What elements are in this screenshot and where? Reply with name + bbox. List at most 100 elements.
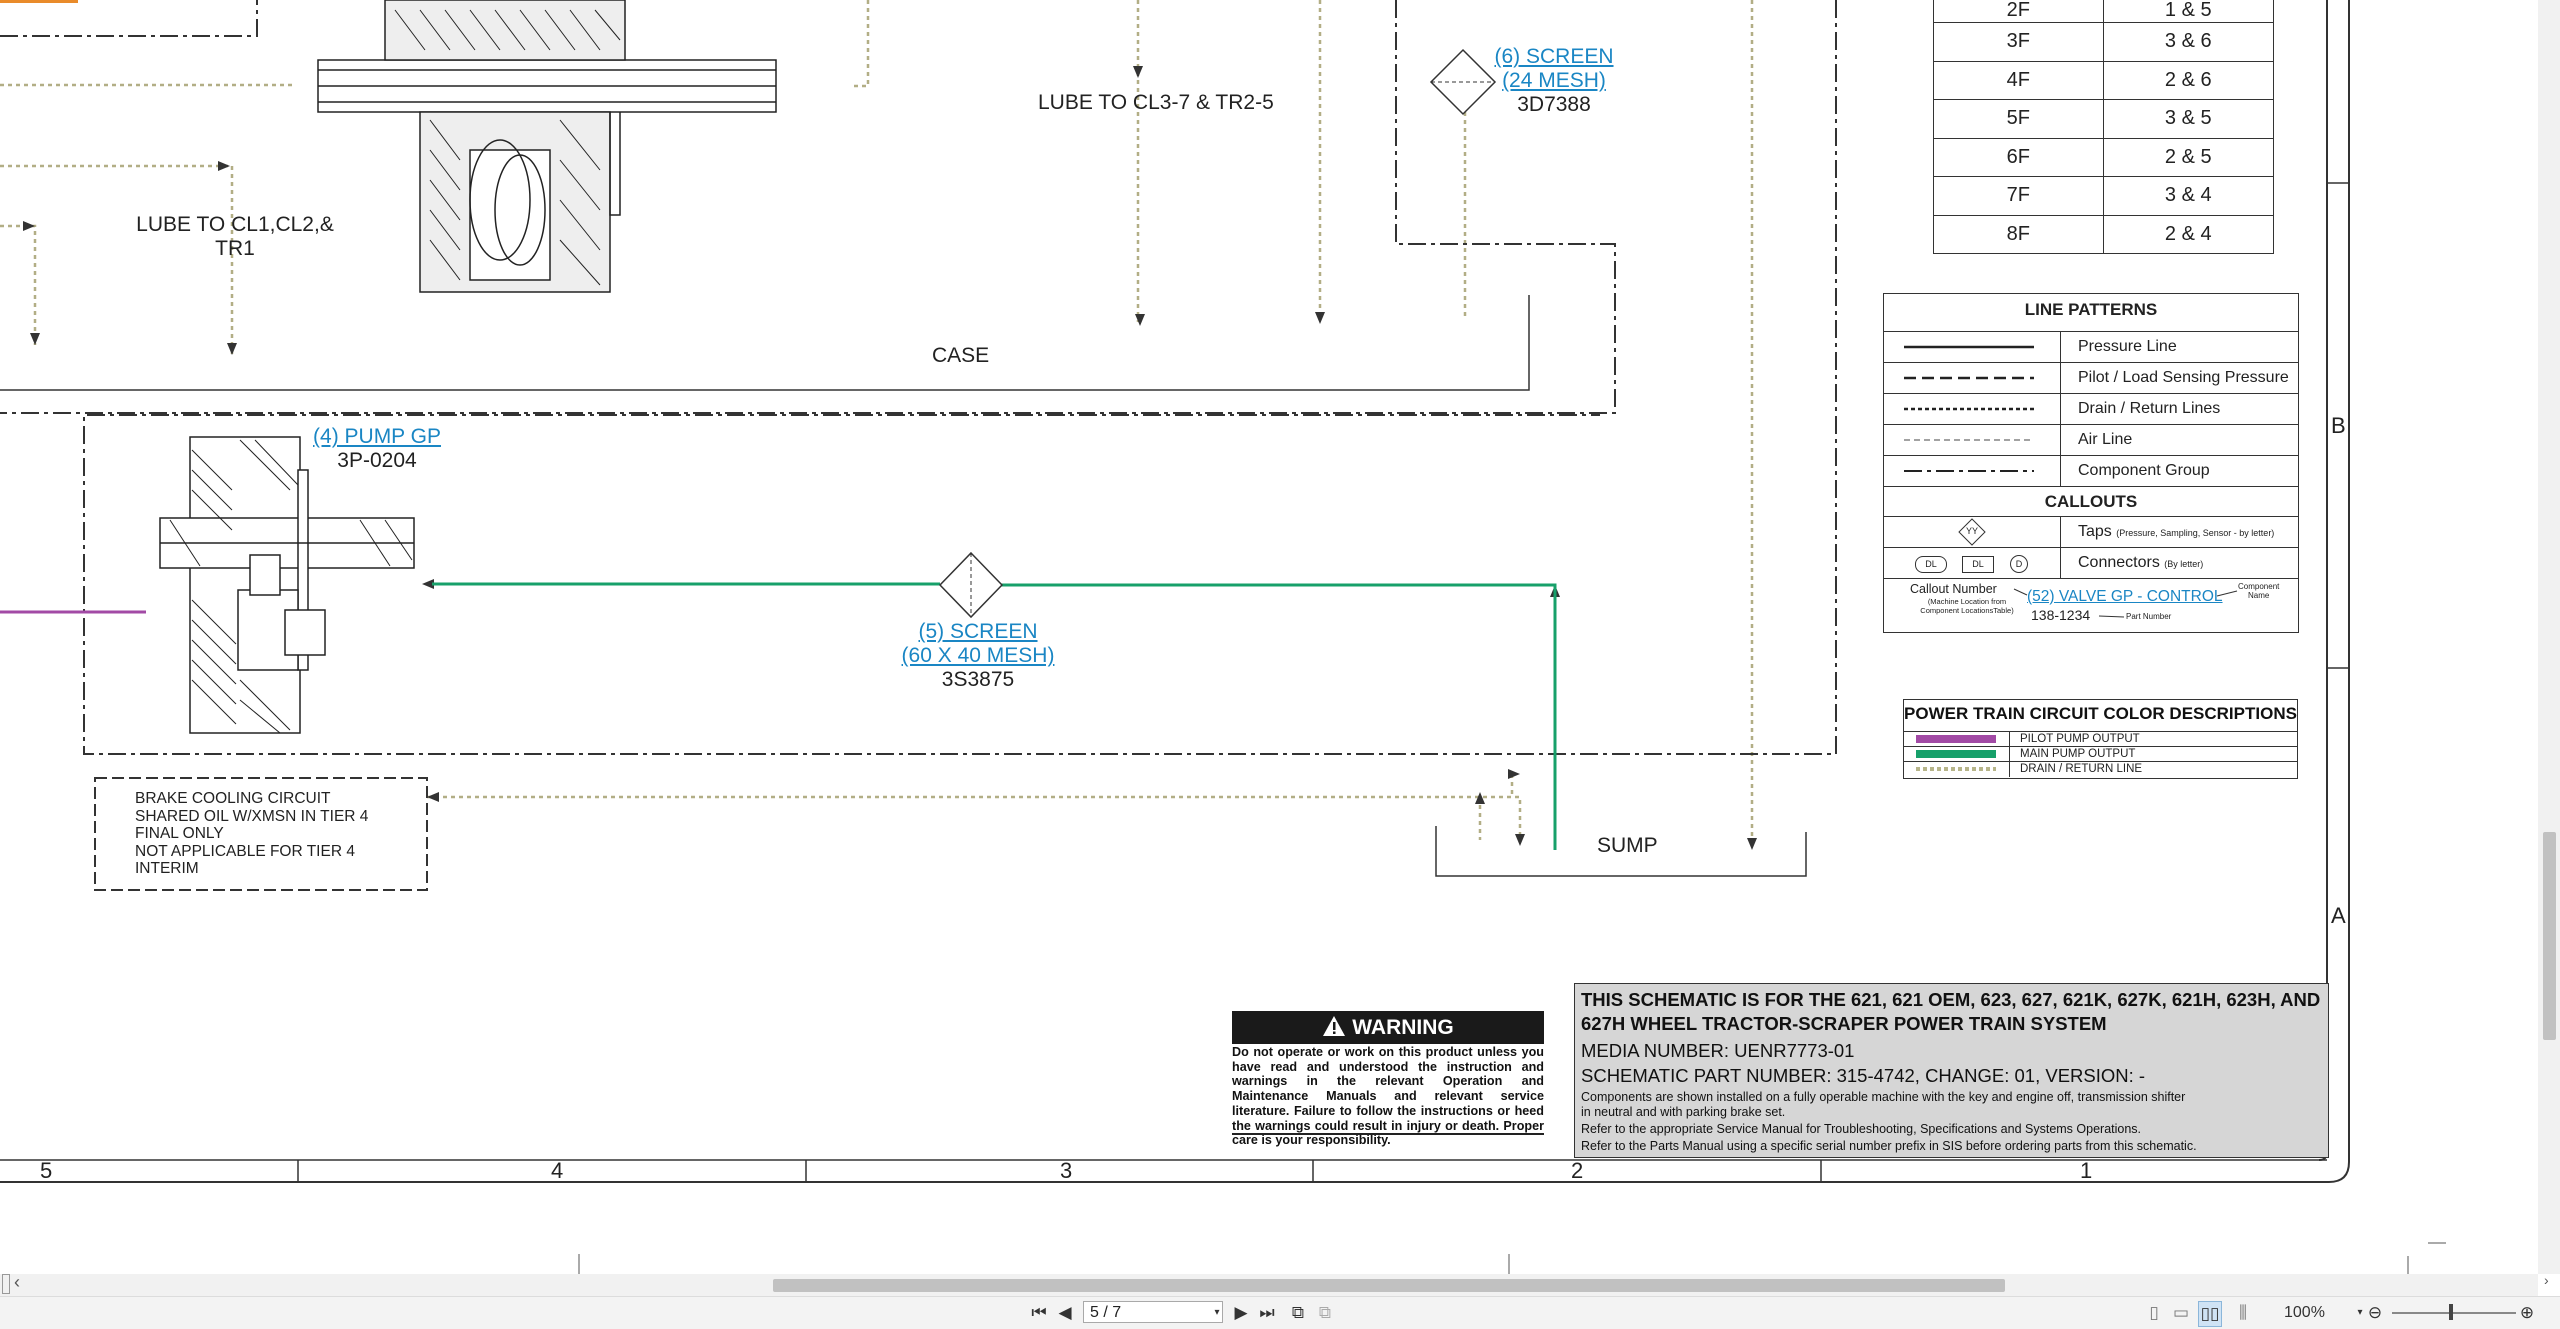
zone-number-3: 3 [1060, 1158, 1073, 1183]
screen6-link[interactable]: (6) SCREEN [1494, 45, 1614, 68]
connectors-note: (By letter) [2164, 559, 2204, 569]
taps-label: Taps [2078, 523, 2112, 540]
color-row: PILOT PUMP OUTPUT [1904, 731, 2297, 747]
clutch-cell: 1 & 5 [2102, 0, 2275, 23]
zoom-out-icon[interactable]: ⊖ [2367, 1303, 2383, 1322]
callout-sub-line: (Machine Location from [1927, 597, 2007, 606]
next-page-icon[interactable]: ▶ [1234, 1303, 1248, 1322]
legend-row-pilot: Pilot / Load Sensing Pressure [1884, 362, 2298, 394]
page-layout-icon[interactable]: ⫼ [2239, 1303, 2247, 1322]
screen5-part-number: 3S3875 [941, 668, 1015, 691]
schematic-lines [0, 0, 2446, 1274]
clutch-cell: 3 & 4 [2102, 176, 2275, 216]
prev-page-icon[interactable]: ◀ [1058, 1303, 1072, 1322]
page-number-input[interactable]: 5 / 7 [1083, 1301, 1223, 1323]
page-dropdown-icon[interactable]: ▾ [1214, 1307, 1220, 1318]
scroll-left-arrow-icon[interactable]: ‹ [14, 1272, 20, 1292]
color-descriptions-title: POWER TRAIN CIRCUIT COLOR DESCRIPTIONS [1904, 704, 2297, 723]
pump-drawing [159, 436, 415, 734]
horizontal-scroll-thumb[interactable] [773, 1279, 2005, 1292]
callout-number-sub: (Machine Location from Component Locatio… [1892, 597, 2042, 615]
title-note: in neutral and with parking brake set. [1581, 1105, 1786, 1119]
legend-row-component-group: Component Group [1884, 455, 2298, 487]
component-name-line: Component [2238, 582, 2280, 591]
screen6-part-number: 3D7388 [1517, 93, 1591, 116]
brake-cooling-note: BRAKE COOLING CIRCUIT SHARED OIL W/XMSN … [135, 790, 368, 878]
connectors-label: Connectors [2078, 554, 2160, 571]
color-row-divider [2009, 732, 2010, 747]
vertical-scroll-thumb[interactable] [2543, 832, 2556, 1040]
tab-marker [0, 0, 78, 3]
zone-number-5: 5 [40, 1158, 53, 1183]
legend-drain-label: Drain / Return Lines [2078, 400, 2221, 417]
legend-row-air: Air Line [1884, 424, 2298, 456]
legend-row-connectors: DL DL D Connectors (By letter) [1884, 547, 2298, 579]
brake-note-line: INTERIM [135, 860, 199, 877]
legend-pressure-label: Pressure Line [2078, 338, 2177, 355]
title-block: THIS SCHEMATIC IS FOR THE 621, 621 OEM, … [1574, 983, 2329, 1158]
paste-page-icon[interactable]: ⧉ [1318, 1303, 1332, 1322]
title-note: Components are shown installed on a full… [1581, 1090, 2186, 1104]
title-line-2: 627H WHEEL TRACTOR-SCRAPER POWER TRAIN S… [1581, 1013, 2107, 1034]
two-page-icon[interactable]: ▯▯ [2198, 1301, 2222, 1327]
pump-callout: (4) PUMP GP 3P-0204 [310, 425, 444, 473]
scroll-right-arrow-icon[interactable]: › [2544, 1272, 2549, 1288]
single-page-icon[interactable]: ▯ [2149, 1303, 2159, 1322]
connector-symbol-square: DL [1962, 556, 1994, 573]
callout-leaders [2013, 588, 2238, 618]
clutch-cell: 3 & 5 [2102, 99, 2275, 139]
pump-hatching [169, 439, 413, 734]
vertical-scrollbar[interactable]: › [2538, 0, 2560, 1288]
screen5-symbol [938, 551, 1004, 619]
color-label: DRAIN / RETURN LINE [2020, 763, 2143, 775]
screen6-callout: (6) SCREEN (24 MESH) 3D7388 [1484, 45, 1624, 117]
zoom-dropdown-icon[interactable]: ▾ [2357, 1307, 2363, 1318]
color-row: MAIN PUMP OUTPUT [1904, 746, 2297, 762]
last-page-icon[interactable]: ⏭ [1259, 1303, 1275, 1322]
zoom-slider-track[interactable] [2392, 1312, 2516, 1314]
sump-label: SUMP [1597, 834, 1658, 857]
pump-link[interactable]: (4) PUMP GP [313, 425, 441, 448]
brake-note-line: NOT APPLICABLE FOR TIER 4 [135, 842, 355, 860]
connector-symbol-rounded: DL [1915, 556, 1947, 573]
screen5-link[interactable]: (5) SCREEN [918, 620, 1038, 643]
scroll-left-box-icon[interactable] [2, 1274, 10, 1294]
color-swatch [1916, 750, 1996, 758]
legend-air-label: Air Line [2078, 431, 2133, 448]
clutch-cell: 2 & 4 [2102, 214, 2275, 254]
case-label: CASE [932, 344, 990, 367]
color-row-divider [2009, 762, 2010, 777]
warning-body: Do not operate or work on this product u… [1232, 1045, 1544, 1148]
zoom-slider-thumb[interactable] [2449, 1304, 2453, 1320]
legend-row-pressure: Pressure Line [1884, 331, 2298, 363]
callout-sub-line: Component LocationsTable) [1920, 606, 2014, 615]
screen6-mesh-link[interactable]: (24 MESH) [1502, 69, 1606, 92]
schematic-part-number: SCHEMATIC PART NUMBER: 315-4742, CHANGE:… [1581, 1065, 2146, 1086]
tap-symbol-text: YY [1965, 526, 1978, 536]
zoom-level[interactable]: 100% [2284, 1304, 2325, 1321]
zone-number-2: 2 [1571, 1158, 1584, 1183]
media-number: MEDIA NUMBER: UENR7773-01 [1581, 1040, 1855, 1061]
clutch-cell: 3 & 6 [2102, 22, 2275, 62]
taps-note: (Pressure, Sampling, Sensor - by letter) [2116, 528, 2275, 538]
callout-number-label: Callout Number [1910, 582, 1997, 596]
clutch-cell: 2 & 6 [2102, 60, 2275, 100]
legend-row-drain: Drain / Return Lines [1884, 393, 2298, 425]
continuous-page-icon[interactable]: ▭ [2172, 1303, 2190, 1322]
callout-example-link[interactable]: (52) VALVE GP - CONTROL [2027, 588, 2223, 605]
horizontal-scrollbar[interactable]: ‹ [0, 1272, 2538, 1296]
brake-note-line: SHARED OIL W/XMSN IN TIER 4 [135, 807, 369, 825]
first-page-icon[interactable]: ⏮ [1031, 1303, 1047, 1322]
gear-cell: 7F [1933, 176, 2104, 216]
connector-symbol-circle: D [2010, 555, 2028, 573]
zoom-in-icon[interactable]: ⊕ [2519, 1303, 2535, 1322]
copy-page-icon[interactable]: ⧉ [1291, 1303, 1305, 1322]
screen5-mesh-link[interactable]: (60 X 40 MESH) [901, 644, 1055, 667]
clutch-cell: 2 & 5 [2102, 137, 2275, 177]
